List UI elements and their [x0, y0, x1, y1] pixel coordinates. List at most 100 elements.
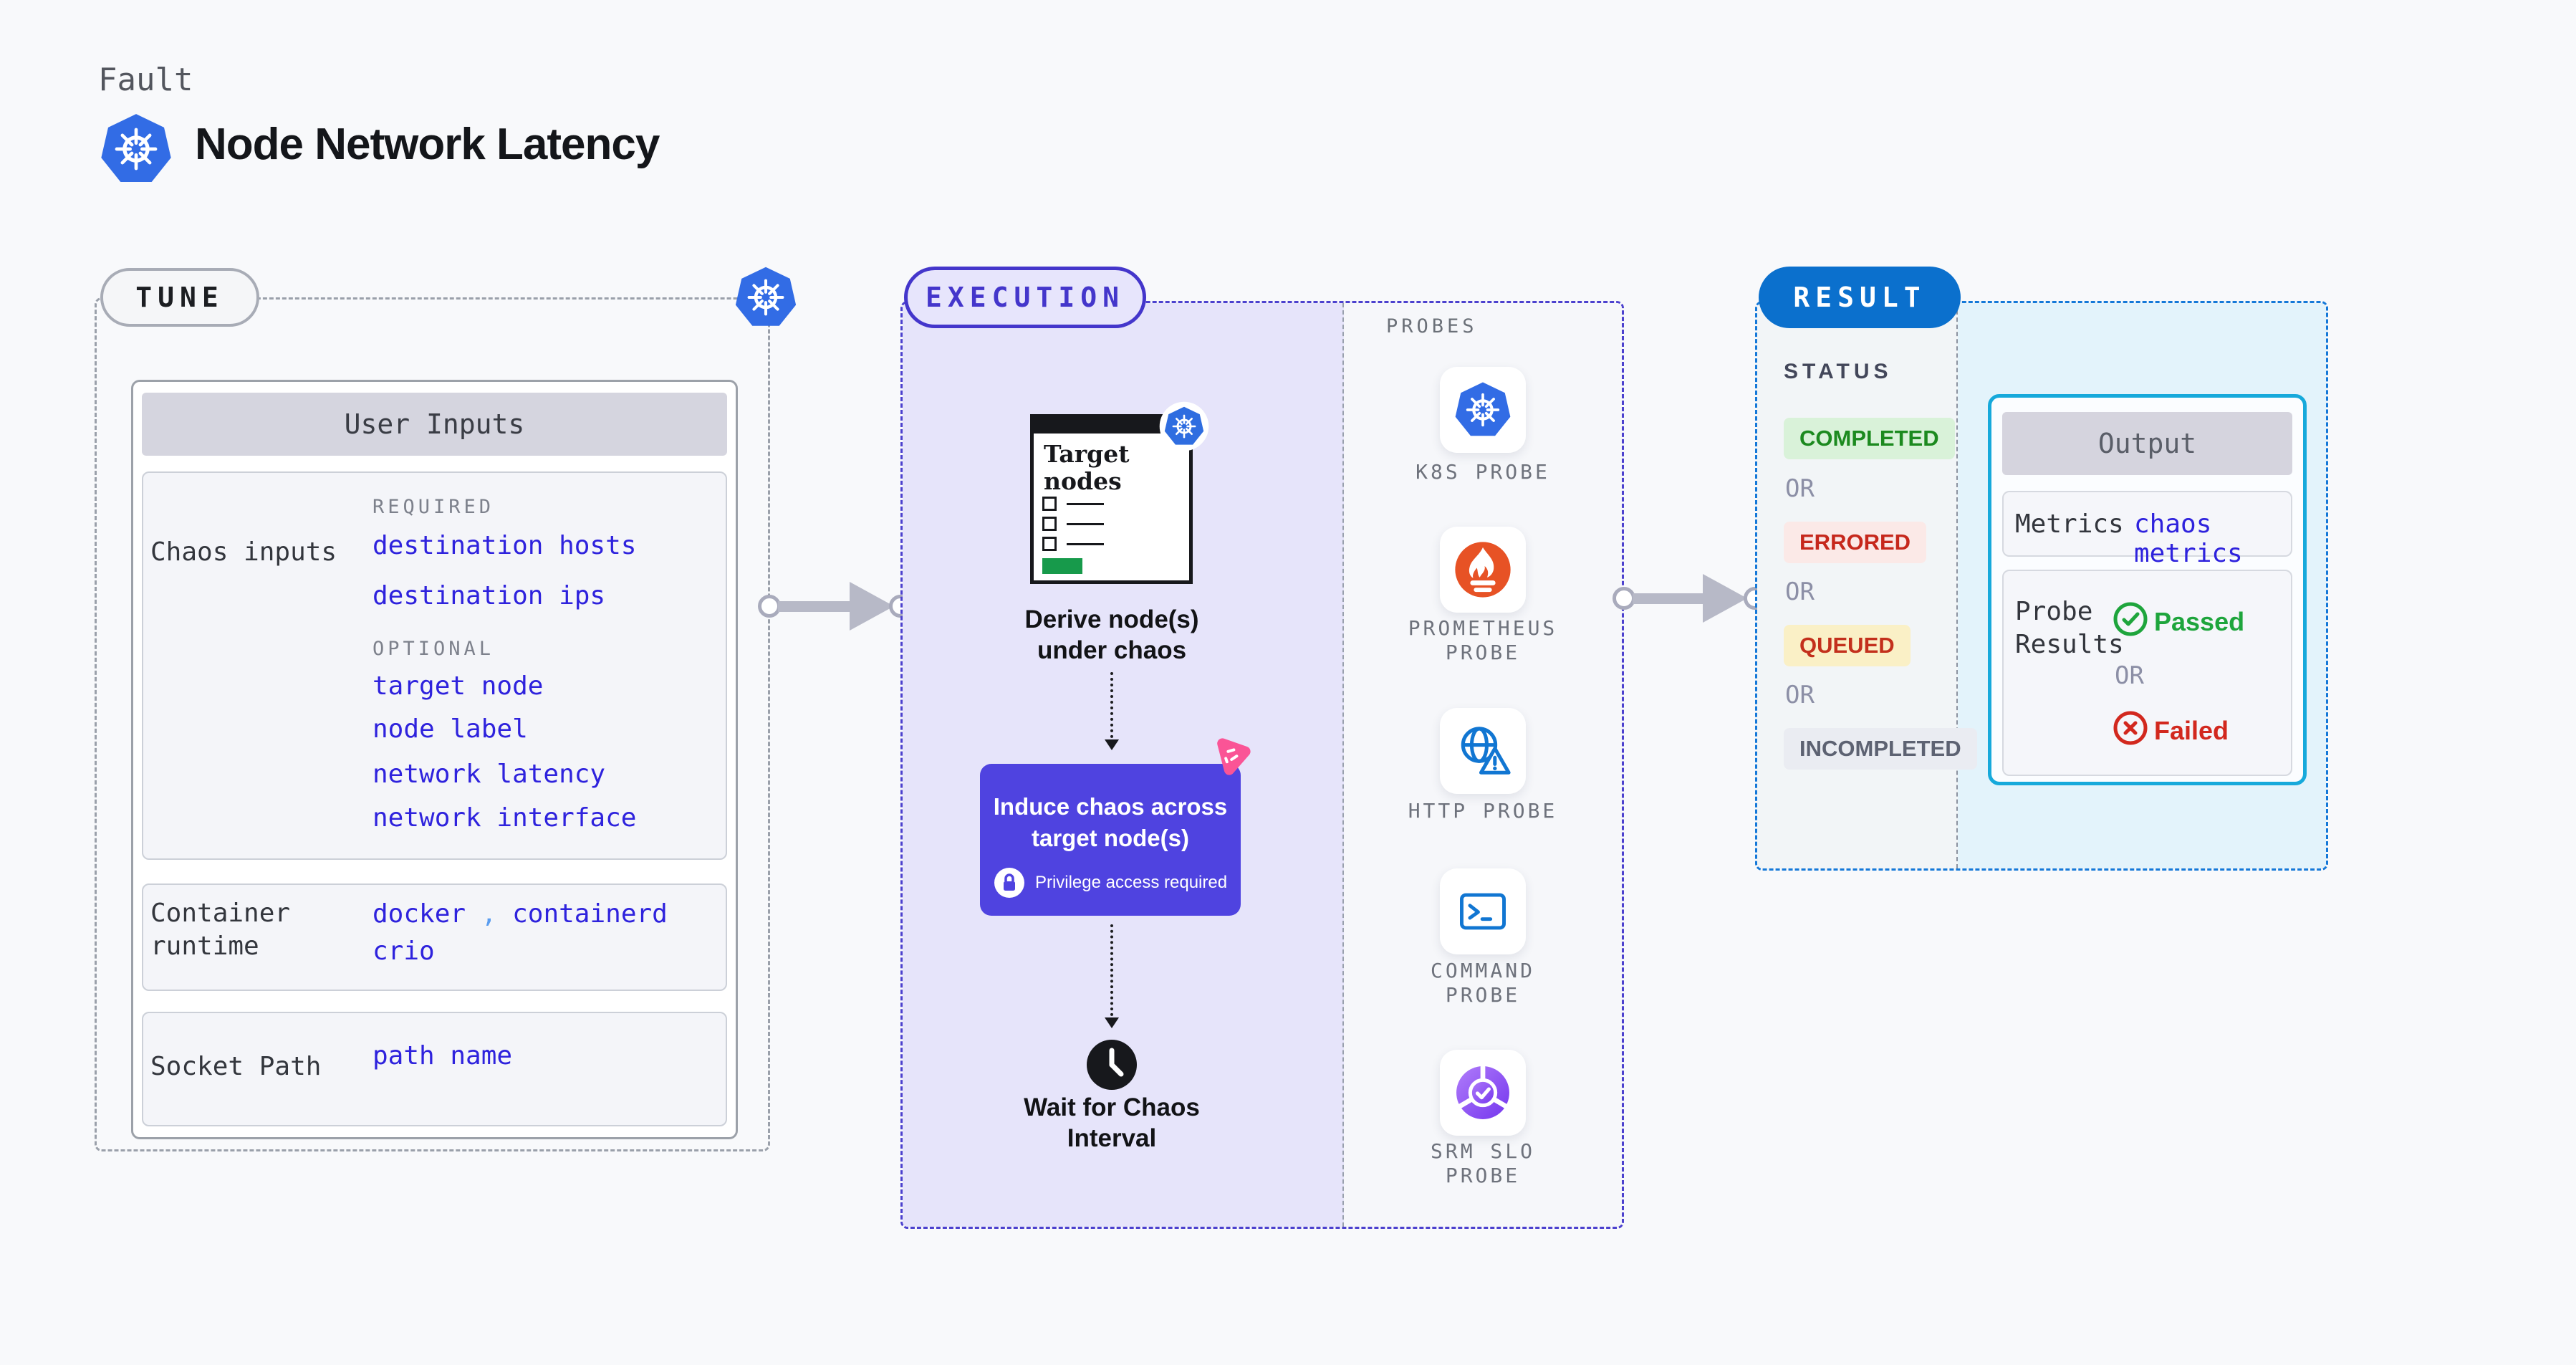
container-runtime-label: Container runtime — [150, 897, 290, 963]
status-badge-queued: QUEUED — [1784, 625, 1911, 666]
chaos-input-value: network latency — [373, 760, 606, 789]
socket-path-value: path name — [373, 1041, 513, 1071]
required-heading: REQUIRED — [373, 496, 495, 518]
user-inputs-title: User Inputs — [142, 393, 727, 456]
result-section-badge: RESULT — [1759, 267, 1961, 328]
privilege-note: Privilege access required — [980, 867, 1241, 899]
runtime-values: docker , containerd — [373, 899, 668, 930]
status-heading: STATUS — [1784, 360, 1893, 383]
command-probe-icon — [1460, 893, 1506, 930]
step-line: target node(s) — [1031, 825, 1189, 851]
probe-tile — [1440, 527, 1526, 613]
step-line: under chaos — [1037, 636, 1187, 664]
probe-label-line: HTTP PROBE — [1408, 799, 1558, 823]
flow-arrow-head — [850, 582, 894, 631]
probe-label-line: PROBE — [1445, 1164, 1521, 1187]
container-runtime-row — [142, 883, 727, 991]
step-line: Derive node(s) — [1024, 605, 1199, 633]
metrics-value: chaos metrics — [2134, 509, 2243, 568]
label-line: Results — [2015, 630, 2124, 659]
probe-label: SRM SLO PROBE — [1350, 1139, 1615, 1188]
probe-label: HTTP PROBE — [1350, 799, 1615, 823]
flow-arrow — [778, 601, 852, 612]
metrics-label: Metrics — [2015, 509, 2124, 539]
card-topbar — [1034, 418, 1189, 434]
checkbox-icon — [1042, 497, 1057, 511]
checkbox-icon — [1042, 517, 1057, 531]
status-badge-incompleted: INCOMPLETED — [1784, 728, 1977, 770]
target-nodes-title: Target nodes — [1044, 441, 1129, 495]
probe-results-row: Probe Results Passed OR Failed — [2002, 570, 2292, 776]
probe-tile — [1440, 367, 1526, 453]
induce-chaos-label: Induce chaos across target node(s) — [980, 791, 1241, 854]
status-fill — [1757, 303, 1958, 868]
probe-label-line: K8S PROBE — [1416, 460, 1550, 484]
label-line: Container — [150, 899, 291, 928]
probe-results-label: Probe Results — [2015, 595, 2124, 661]
fault-eyebrow: Fault — [98, 62, 193, 98]
derive-step-label: Derive node(s) under chaos — [997, 604, 1226, 666]
probe-label-line: COMMAND — [1430, 959, 1535, 982]
title-line: nodes — [1044, 467, 1122, 495]
failed-x-icon — [2113, 711, 2148, 745]
or-label: OR — [1785, 578, 1815, 606]
metrics-row: Metrics chaos metrics — [2002, 491, 2292, 568]
checkbox-icon — [1042, 537, 1057, 551]
flow-dotted-arrow-head — [1105, 739, 1119, 750]
k8s-probe-icon — [1455, 382, 1511, 436]
probe-label: K8S PROBE — [1350, 460, 1615, 484]
title-line: Target — [1044, 440, 1130, 468]
http-probe-icon — [1461, 727, 1511, 775]
step-line: Interval — [1067, 1124, 1157, 1152]
chaos-input-value: target node — [373, 671, 544, 701]
label-line: Probe — [2015, 597, 2093, 626]
probe-label-line: SRM SLO — [1430, 1139, 1535, 1163]
optional-heading: OPTIONAL — [373, 638, 495, 660]
flow-dotted-connector — [1110, 924, 1113, 1016]
flow-dotted-arrow-head — [1105, 1017, 1119, 1028]
probe-tile — [1440, 1050, 1526, 1136]
runtime-value: docker — [373, 899, 466, 929]
status-badge-completed: COMPLETED — [1784, 418, 1955, 459]
probes-heading: PROBES — [1386, 315, 1478, 337]
wait-step-label: Wait for Chaos Interval — [997, 1092, 1226, 1154]
result-divider — [1956, 303, 1958, 868]
lock-icon — [994, 868, 1024, 898]
label-line: runtime — [150, 931, 259, 961]
or-label: OR — [1785, 474, 1815, 503]
passed-label: Passed — [2154, 607, 2245, 636]
execution-section-badge: EXECUTION — [904, 267, 1146, 328]
chaos-inputs-row — [142, 471, 727, 860]
or-label: OR — [1785, 681, 1815, 709]
runtime-value: crio — [373, 937, 435, 966]
passed-check-icon — [2113, 602, 2148, 636]
step-line: Induce chaos across — [993, 793, 1228, 820]
chaos-input-value: node label — [373, 714, 528, 744]
socket-path-row — [142, 1012, 727, 1126]
list-line — [1067, 543, 1104, 545]
probe-label-line: PROBE — [1445, 983, 1521, 1007]
output-panel: Output Metrics chaos metrics Probe Resul… — [1988, 394, 2307, 785]
kubernetes-icon — [735, 267, 797, 326]
privilege-note-text: Privilege access required — [1034, 873, 1228, 892]
chaos-input-value: destination ips — [373, 581, 606, 610]
induce-chaos-card: Induce chaos across target node(s) Privi… — [980, 764, 1241, 916]
status-badge-errored: ERRORED — [1784, 522, 1927, 563]
runtime-value: containerd — [512, 899, 668, 929]
litmus-chaos-icon — [1217, 738, 1251, 775]
srm-slo-probe-icon — [1456, 1065, 1509, 1119]
chaos-input-value: network interface — [373, 803, 637, 833]
separator: , — [481, 899, 497, 929]
kubernetes-icon — [101, 114, 171, 182]
socket-path-label: Socket Path — [150, 1052, 322, 1081]
chaos-input-value: destination hosts — [373, 531, 637, 560]
list-line — [1067, 503, 1104, 505]
tune-section-badge: TUNE — [100, 268, 259, 327]
failed-label: Failed — [2154, 716, 2229, 745]
probe-tile — [1440, 868, 1526, 954]
flow-dotted-connector — [1110, 672, 1113, 738]
target-nodes-card: Target nodes — [1030, 414, 1193, 584]
probe-tile — [1440, 708, 1526, 794]
kubernetes-icon — [1159, 401, 1209, 451]
